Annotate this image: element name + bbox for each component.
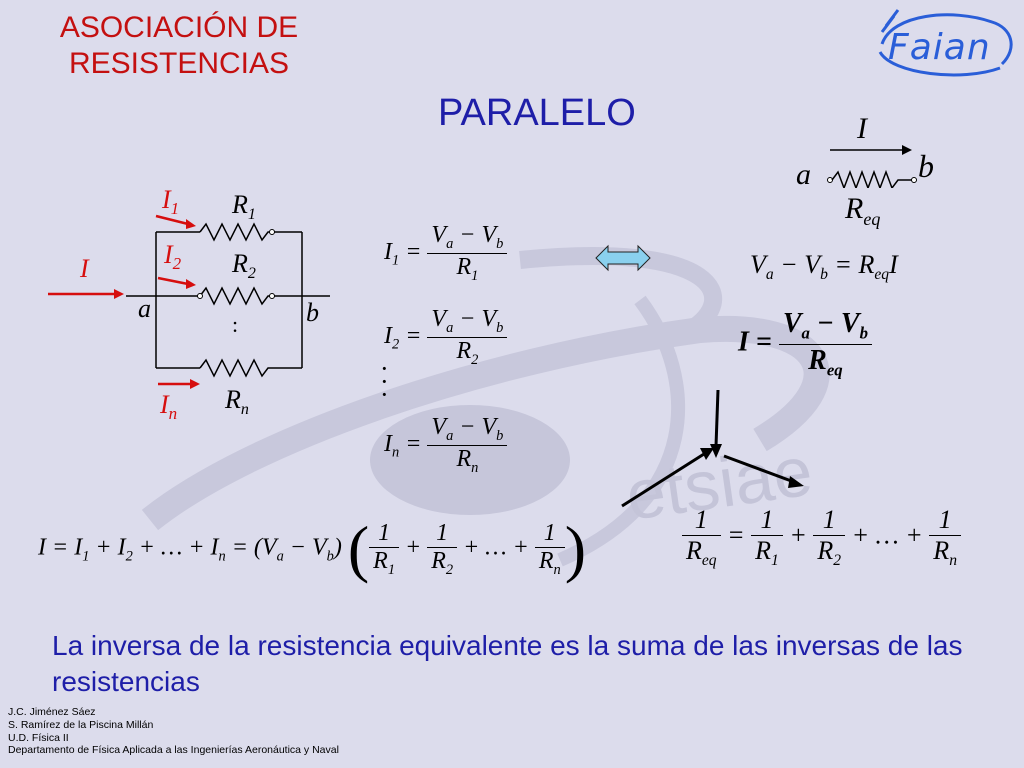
faian-logo-icon bbox=[878, 9, 1013, 77]
equiv-node-b: b bbox=[918, 148, 934, 184]
equiv-current-label: I bbox=[857, 112, 867, 145]
conclusion-text: La inversa de la resistencia equivalente… bbox=[52, 630, 963, 697]
credit-line-4: Departamento de Física Aplicada a las In… bbox=[8, 744, 339, 757]
equivalence-double-arrow-icon bbox=[595, 244, 651, 272]
label-in: In bbox=[160, 390, 178, 424]
credit-line-3: U.D. Física II bbox=[8, 731, 69, 744]
equation-va-vb: Va − Vb = ReqI bbox=[750, 250, 898, 284]
label-r1: R1 bbox=[232, 190, 256, 224]
parallel-circuit-diagram bbox=[48, 214, 330, 389]
resistor-dots: : bbox=[232, 312, 239, 337]
equation-dots: ··· bbox=[380, 354, 389, 409]
resistor-rn bbox=[199, 358, 272, 378]
label-i1: I1 bbox=[162, 185, 180, 219]
label-i2: I2 bbox=[164, 240, 182, 274]
logo-text: Faian bbox=[888, 27, 991, 68]
flow-arrows bbox=[621, 390, 804, 508]
resistor-r1 bbox=[199, 222, 272, 242]
label-r2: R2 bbox=[232, 249, 256, 283]
title-line-1: ASOCIACIÓN DE bbox=[59, 11, 299, 44]
slide-subtitle: PARALELO bbox=[438, 92, 636, 134]
credits: J.C. Jiménez Sáez S. Ramírez de la Pisci… bbox=[8, 706, 339, 757]
equiv-node-a: a bbox=[796, 158, 811, 191]
equiv-resistor-label: Req bbox=[845, 192, 881, 229]
credit-line-1: J.C. Jiménez Sáez bbox=[8, 706, 96, 718]
equivalent-circuit-diagram bbox=[827, 145, 917, 188]
label-node-b: b bbox=[306, 298, 319, 327]
slide-title: ASOCIACIÓN DE RESISTENCIAS bbox=[34, 10, 324, 82]
label-total-current: I bbox=[80, 254, 89, 283]
title-line-2: RESISTENCIAS bbox=[68, 47, 290, 80]
label-rn: Rn bbox=[225, 385, 249, 419]
label-node-a: a bbox=[138, 294, 151, 323]
resistor-r2 bbox=[199, 286, 272, 306]
credit-line-2: S. Ramírez de la Piscina Millán bbox=[8, 718, 154, 731]
